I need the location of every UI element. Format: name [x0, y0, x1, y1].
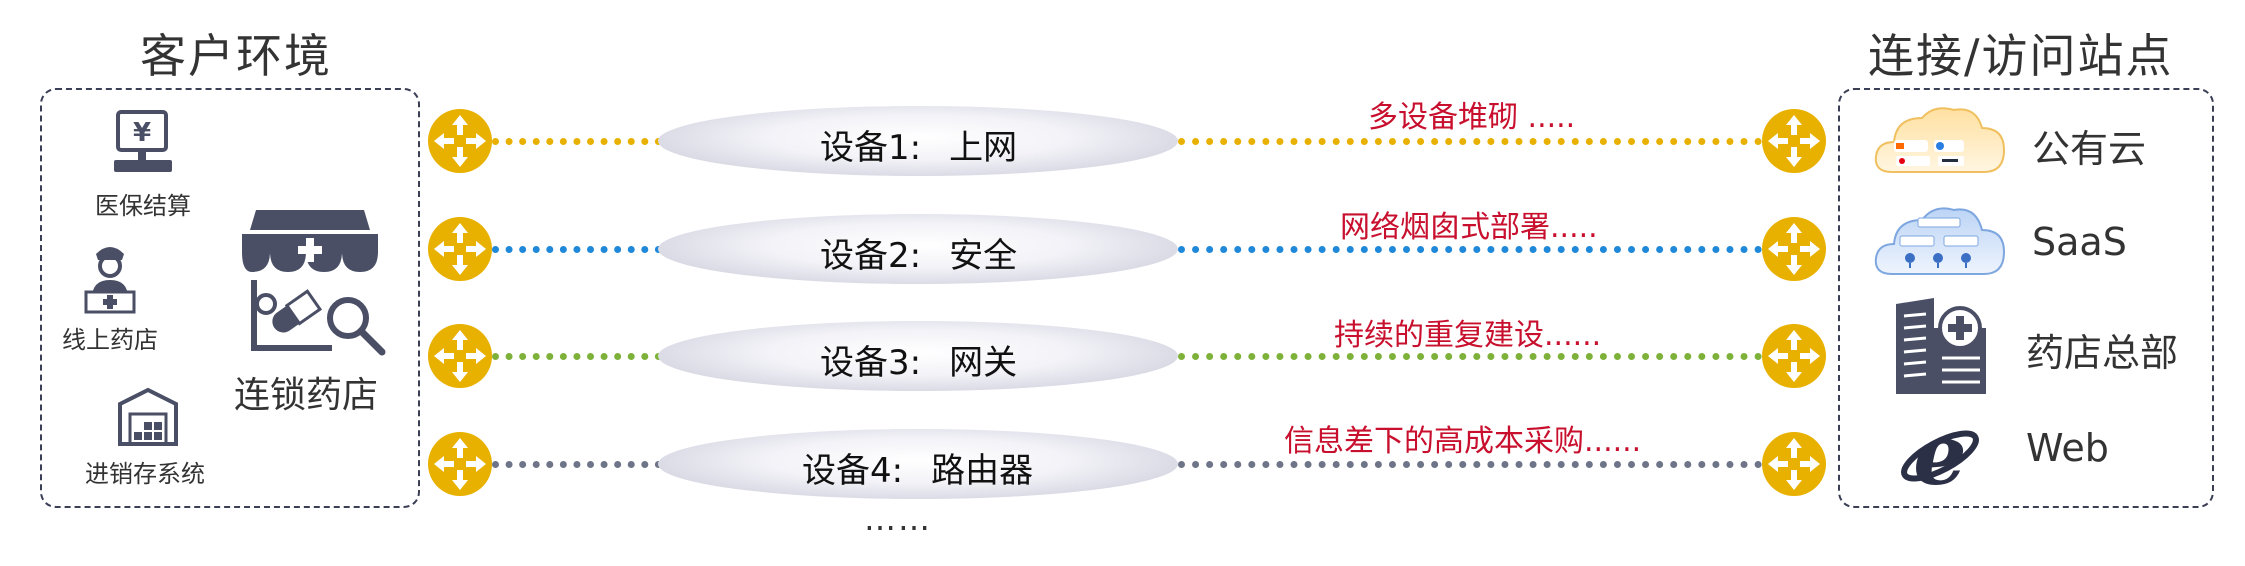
router-arrows-icon: [1768, 438, 1820, 490]
public-cloud-label: 公有云: [2032, 127, 2147, 171]
device-2-label: 设备2: 安全: [820, 228, 1017, 277]
headquarters-label: 药店总部: [2026, 331, 2179, 375]
medical-settlement-label: 医保结算: [95, 192, 191, 220]
router-arrows-icon: [434, 330, 486, 382]
router-arrows-icon: [434, 115, 486, 167]
pharmacist-icon: [84, 247, 136, 314]
router-node-right-4: [1762, 432, 1826, 496]
access-sites-box: [1838, 88, 2214, 508]
device-3-label: 设备3: 网关: [820, 335, 1017, 384]
public-cloud-icon: [1874, 107, 2006, 173]
right-section-title: 连接/访问站点: [1868, 29, 2174, 83]
device-2-ellipse: [658, 214, 1178, 284]
row2-right-connector: [1178, 246, 1762, 253]
device-4-note: 信息差下的高成本采购......: [1284, 424, 1642, 459]
device-1-role: 上网: [949, 128, 1018, 168]
router-node-left-4: [428, 432, 492, 496]
cash-register-icon: ¥: [114, 110, 172, 172]
online-pharmacy-label: 线上药店: [62, 326, 158, 354]
inventory-system-item: 进销存系统: [60, 382, 230, 492]
device-2-note: 网络烟囱式部署.....: [1340, 210, 1598, 245]
device-1-name: 设备1:: [820, 128, 922, 168]
router-node-right-3: [1762, 324, 1826, 388]
router-arrows-icon: [1768, 330, 1820, 382]
device-4-ellipse: [658, 429, 1178, 499]
router-node-left-2: [428, 217, 492, 281]
row2-left-connector: [492, 246, 662, 253]
chain-pharmacy-label: 连锁药店: [234, 375, 379, 416]
device-2-name: 设备2:: [820, 236, 922, 276]
router-arrows-icon: [1768, 115, 1820, 167]
device-4-name: 设备4:: [802, 451, 904, 491]
left-section-title: 客户环境: [140, 29, 332, 83]
router-arrows-icon: [1768, 223, 1820, 275]
svg-text:¥: ¥: [133, 118, 151, 148]
web-label: Web: [2026, 426, 2109, 470]
saas-label: SaaS: [2032, 220, 2127, 264]
device-3-note: 持续的重复建设......: [1334, 318, 1602, 353]
device-1-ellipse: [658, 106, 1178, 176]
router-arrows-icon: [434, 438, 486, 490]
web-browser-icon: e: [1901, 412, 1979, 496]
headquarters-building-icon: [1896, 298, 1986, 394]
device-4-role: 路由器: [931, 451, 1034, 491]
row3-right-connector: [1178, 353, 1762, 360]
router-node-right-1: [1762, 109, 1826, 173]
more-devices-ellipsis: ……: [864, 500, 932, 538]
device-3-ellipse: [658, 321, 1178, 391]
row4-right-connector: [1178, 461, 1762, 468]
pharmacy-store-icon: [242, 210, 386, 356]
router-arrows-icon: [434, 223, 486, 275]
saas-cloud-icon: [1874, 207, 2006, 275]
warehouse-icon: [118, 387, 178, 446]
router-node-left-1: [428, 109, 492, 173]
device-1-note: 多设备堆砌 .....: [1368, 100, 1576, 135]
row3-left-connector: [492, 353, 662, 360]
router-node-left-3: [428, 324, 492, 388]
device-3-name: 设备3:: [820, 343, 922, 383]
row1-right-connector: [1178, 138, 1762, 145]
row1-left-connector: [492, 138, 662, 145]
device-2-role: 安全: [949, 236, 1018, 276]
inventory-system-label: 进销存系统: [85, 460, 205, 488]
online-pharmacy-item: 线上药店: [40, 238, 180, 354]
medical-settlement-item: ¥ 医保结算: [60, 108, 220, 220]
customer-environment-box: [40, 88, 420, 508]
device-3-role: 网关: [949, 343, 1018, 383]
row4-left-connector: [492, 461, 662, 468]
router-node-right-2: [1762, 217, 1826, 281]
device-1-label: 设备1: 上网: [820, 120, 1017, 169]
device-4-label: 设备4: 路由器: [802, 443, 1033, 492]
